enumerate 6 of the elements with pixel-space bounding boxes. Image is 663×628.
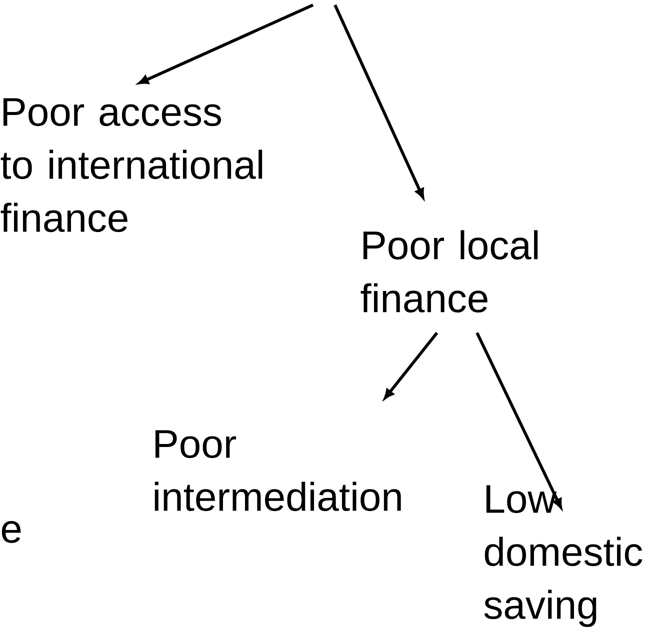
text-label: Poor local finance (360, 230, 538, 313)
arrow (384, 332, 438, 400)
text-label: e (2, 521, 21, 543)
text-label: Poor access to international finance (0, 98, 262, 232)
text-label: Low domestic saving (484, 485, 642, 627)
text-label: Poor intermediation (154, 430, 401, 512)
